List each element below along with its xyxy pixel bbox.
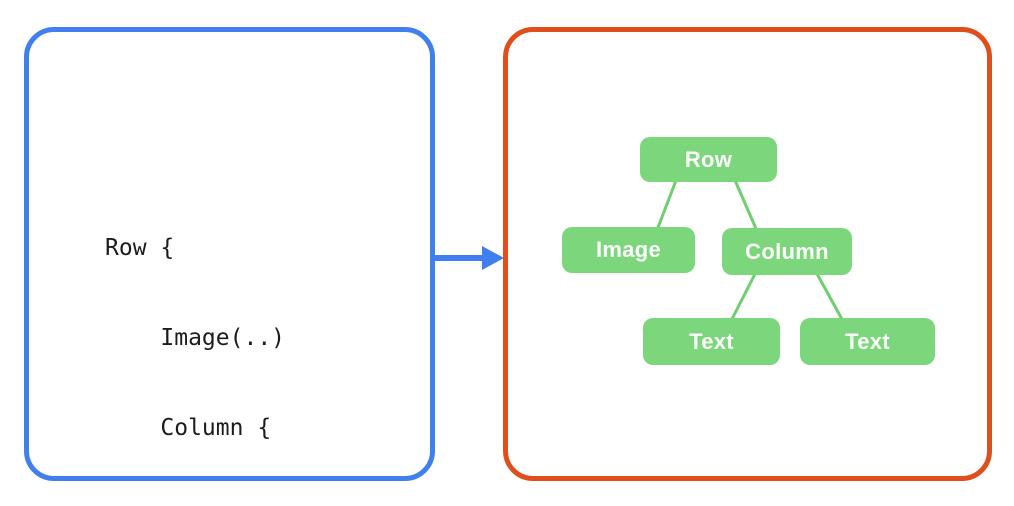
code-line: Image(..) [105, 325, 286, 351]
tree-edges [655, 176, 845, 323]
code-line: Column { [105, 415, 272, 441]
tree-edge-column-text2 [814, 270, 845, 323]
code-block: Row { Image(..) Column { Text(..) Text(.… [105, 173, 327, 506]
tree-node-text-first: Text [643, 318, 780, 365]
widget-tree: Row Image Column Text Text [508, 32, 987, 476]
tree-edge-column-text1 [729, 270, 758, 323]
code-line: Row { [105, 235, 175, 261]
tree-node-text-second: Text [800, 318, 935, 365]
tree-edge-row-image [655, 176, 679, 232]
tree-node-row: Row [640, 137, 777, 182]
right-arrow-icon [434, 246, 504, 270]
tree-node-image: Image [562, 227, 695, 273]
code-panel: Row { Image(..) Column { Text(..) Text(.… [24, 27, 435, 506]
tree-node-column: Column [722, 228, 852, 275]
tree-edge-row-column [732, 176, 759, 233]
tree-panel: Row Image Column Text Text [503, 27, 992, 481]
